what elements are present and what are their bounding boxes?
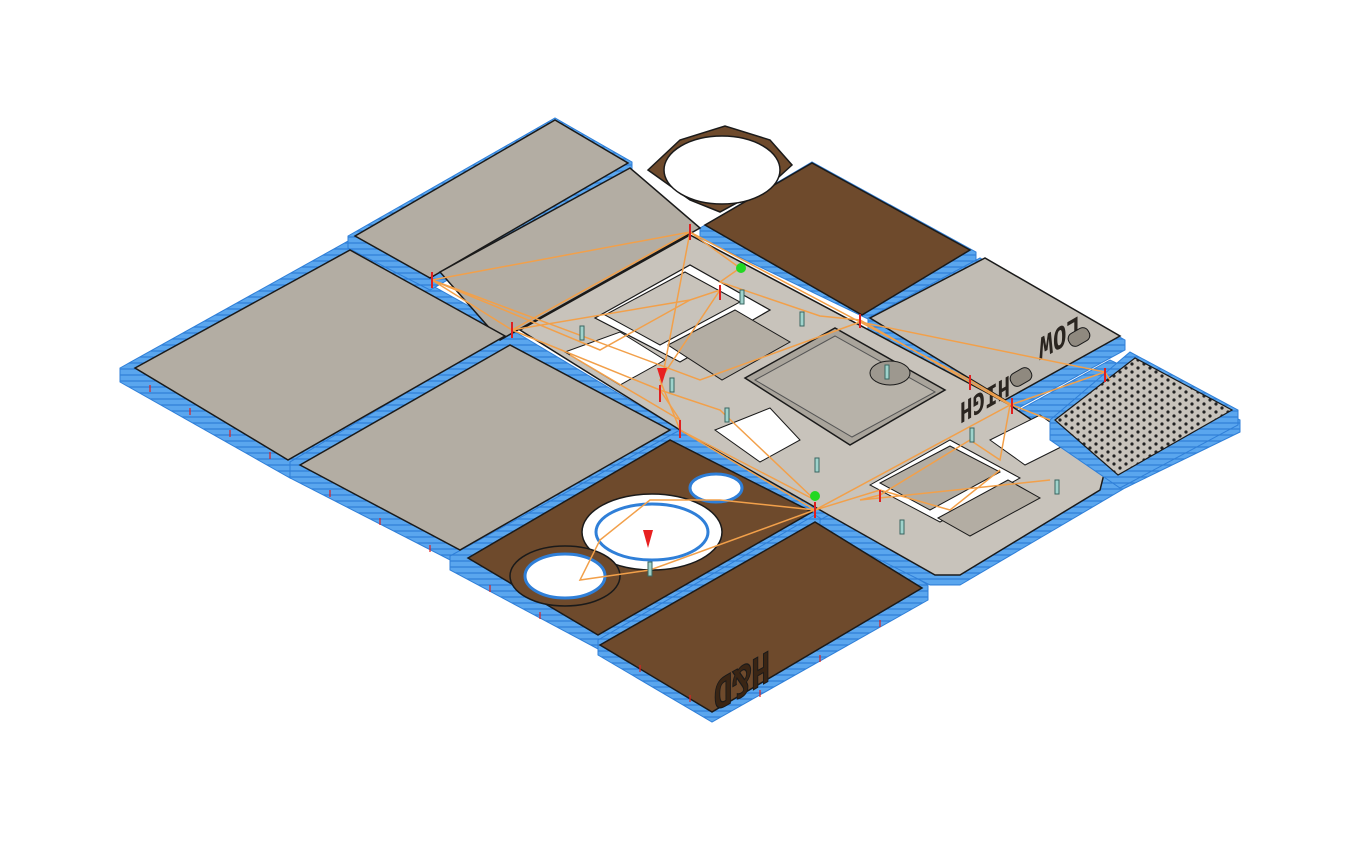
jig-cutout-4 xyxy=(713,407,801,463)
stock-edge-ticks xyxy=(149,385,881,702)
engraving-slot-1 xyxy=(1067,327,1091,347)
wood-panel-top[interactable] xyxy=(703,162,972,316)
panel-right-upper[interactable] xyxy=(868,257,1122,401)
wood-panel-bottom-right[interactable] xyxy=(598,521,924,713)
pins xyxy=(579,289,1060,577)
panel-middle-large[interactable] xyxy=(298,344,672,551)
panel-top-left[interactable] xyxy=(353,119,630,279)
wood-pocket-small[interactable] xyxy=(688,472,744,504)
jig-pocket-floor xyxy=(753,335,937,438)
tool-start-marker-icon[interactable] xyxy=(736,263,820,501)
tool-end-marker-icon[interactable] xyxy=(643,368,667,548)
panel-left-large[interactable] xyxy=(133,249,507,461)
jig-cutout-2 xyxy=(667,309,792,381)
engraving-slot-2 xyxy=(1009,367,1033,387)
wood-pocket-left xyxy=(523,552,607,600)
wood-pocket-large-ring xyxy=(594,502,710,562)
plunge-markers xyxy=(431,224,1106,518)
jig-slot-b xyxy=(936,479,1042,537)
jig-pocket-round xyxy=(869,360,911,386)
ring-holder-hole xyxy=(663,135,781,205)
